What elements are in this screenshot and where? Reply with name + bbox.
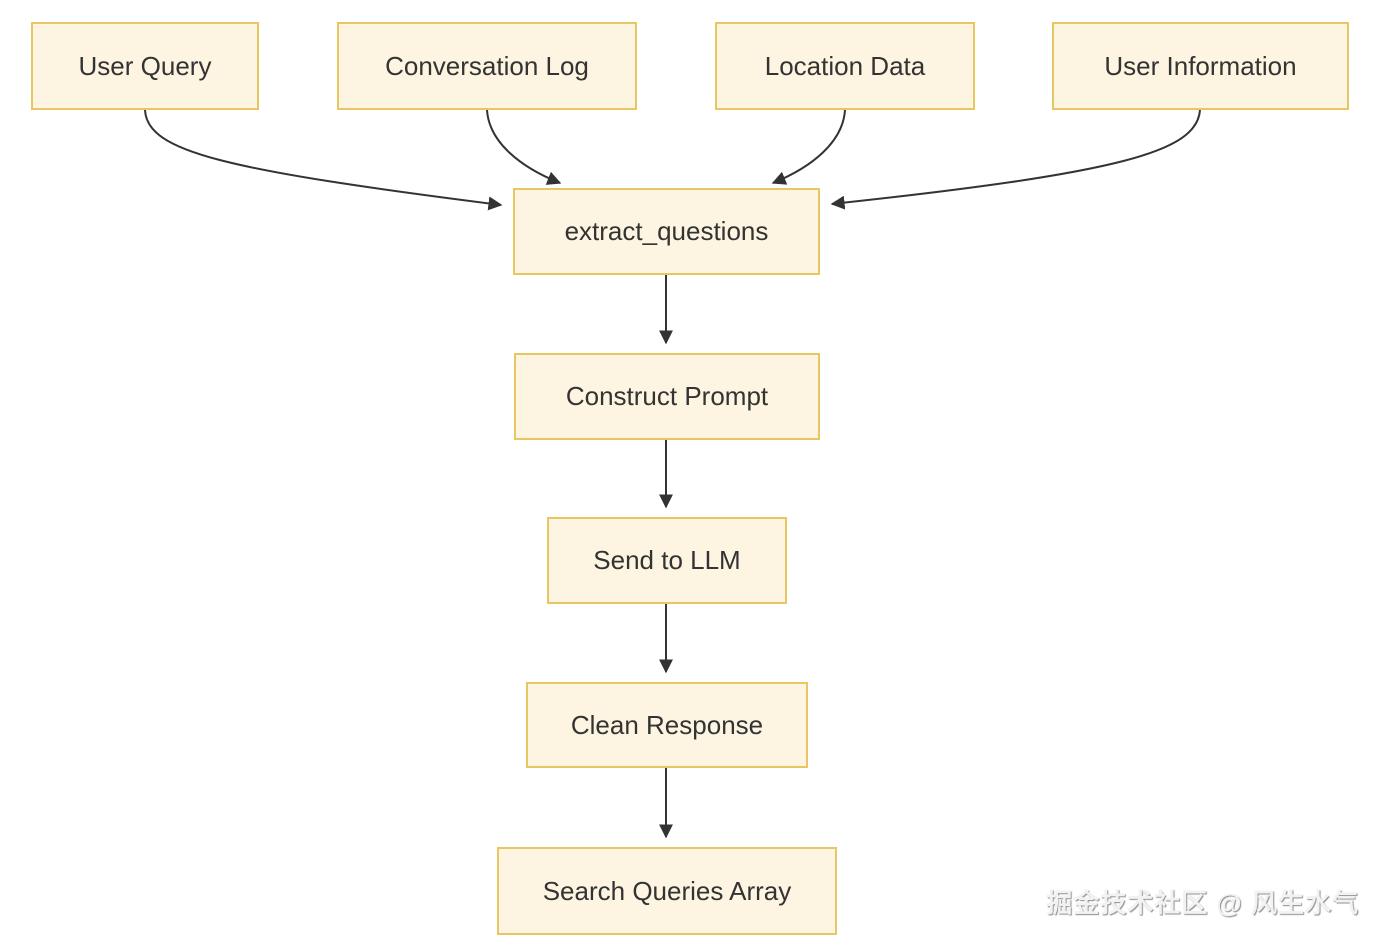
edge-conversation-log-to-extract-questions bbox=[486, 109, 562, 185]
node-user-information: User Information bbox=[1052, 22, 1349, 110]
edge-user-information-to-extract-questions bbox=[830, 109, 1201, 210]
node-extract-questions: extract_questions bbox=[513, 188, 820, 275]
node-send-to-llm: Send to LLM bbox=[547, 517, 787, 604]
node-search-queries-array: Search Queries Array bbox=[497, 847, 837, 935]
edge-user-query-to-extract-questions bbox=[144, 109, 503, 211]
node-clean-response: Clean Response bbox=[526, 682, 808, 768]
edge-location-data-to-extract-questions bbox=[771, 109, 846, 185]
node-conversation-log: Conversation Log bbox=[337, 22, 637, 110]
node-construct-prompt: Construct Prompt bbox=[514, 353, 820, 440]
node-user-query: User Query bbox=[31, 22, 259, 110]
watermark-text: 掘金技术社区 @ 风生水气 bbox=[1046, 888, 1359, 918]
node-location-data: Location Data bbox=[715, 22, 975, 110]
